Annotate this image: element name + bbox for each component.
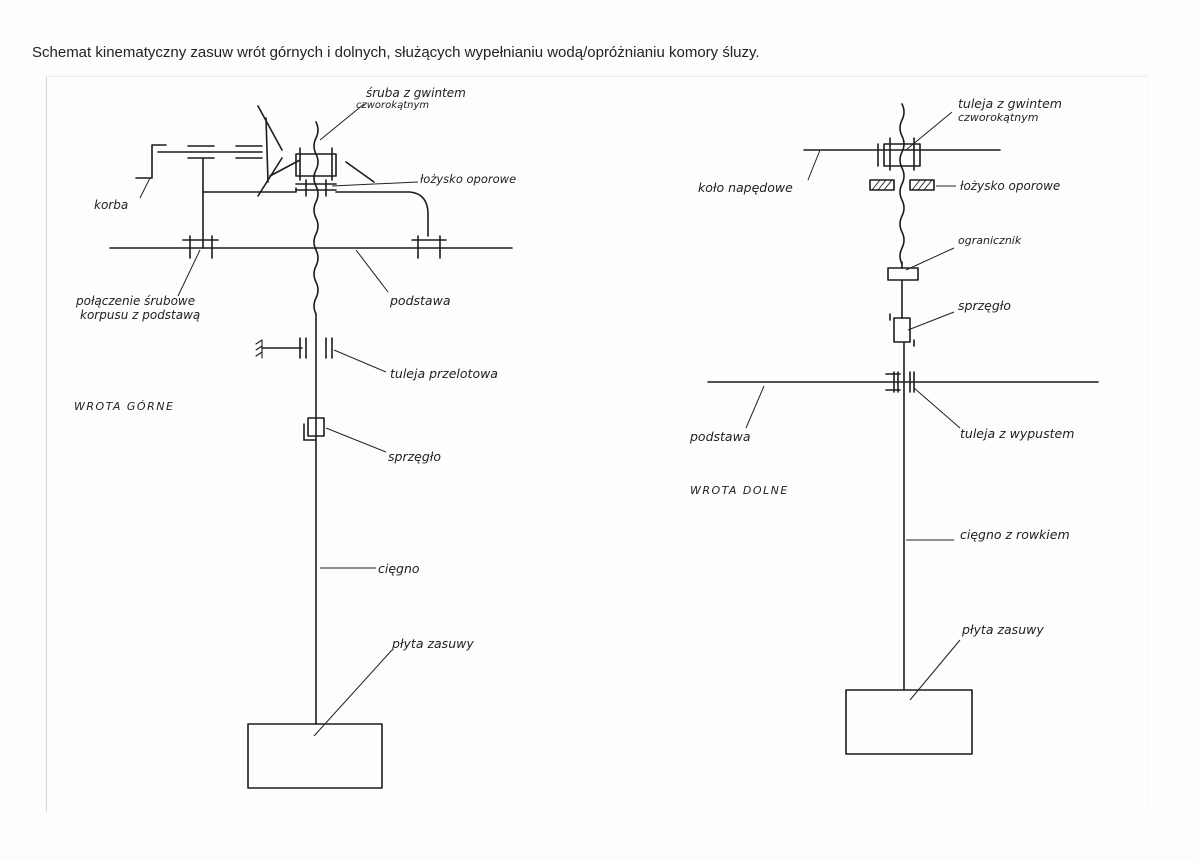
label-rod: cięgno <box>378 561 420 576</box>
label-bolted-joint-line2: korpusu z podstawą <box>80 308 200 322</box>
label-lower-coupling: sprzęgło <box>958 298 1011 313</box>
leader-thrust-bearing <box>331 181 419 187</box>
leader-gate-plate <box>313 649 393 737</box>
upper-gate-plate <box>247 723 383 789</box>
leader-lower-coupling <box>907 311 955 331</box>
label-base: podstawa <box>389 293 450 308</box>
label-limiter: ogranicznik <box>958 234 1022 247</box>
bevel-gear-pinion-top <box>257 105 283 151</box>
label-nut-sleeve-line2: czworokątnym <box>958 111 1038 124</box>
lower-gate-heading: WROTA DOLNE <box>690 484 789 497</box>
label-crank: korba <box>94 198 128 212</box>
label-lower-thrust-bearing: łożysko oporowe <box>960 179 1060 193</box>
leader-coupling <box>325 427 387 453</box>
bevel-gear-crown-right <box>345 161 375 183</box>
upper-gate-heading: WROTA GÓRNE <box>74 400 174 413</box>
bevel-gear-pinion-bottom <box>257 157 283 197</box>
label-bolted-joint: połączenie śrubowe <box>75 294 195 308</box>
leader-base <box>355 249 389 293</box>
drawing-sheet <box>46 76 1147 812</box>
label-grooved-rod: cięgno z rowkiem <box>960 527 1070 542</box>
upper-gate-mechanism: śruba z gwintem czworokątnym łożysko opo… <box>74 86 516 789</box>
label-keyed-sleeve: tuleja z wypustem <box>960 426 1074 441</box>
nut-body <box>295 153 337 177</box>
leader-lower-base <box>745 385 765 429</box>
leader-bolted-joint <box>177 249 201 297</box>
leader-screw <box>319 103 365 141</box>
leader-nut-sleeve <box>905 111 953 151</box>
label-coupling: sprzęgło <box>388 449 441 464</box>
label-drive-wheel: koło napędowe <box>698 180 793 195</box>
label-screw-line2: czworokątnym <box>356 100 429 111</box>
upper-housing-right <box>335 191 429 237</box>
upper-screw <box>313 121 319 315</box>
label-nut-sleeve: tuleja z gwintem <box>958 96 1062 111</box>
label-through-sleeve: tuleja przelotowa <box>390 366 498 381</box>
leader-drive-wheel <box>807 149 821 181</box>
leader-lower-gate-plate <box>909 639 961 701</box>
leader-crank <box>139 177 151 199</box>
label-lower-gate-plate: płyta zasuwy <box>961 622 1044 637</box>
upper-housing-left <box>202 157 297 193</box>
lower-gate-plate <box>845 689 973 755</box>
lower-nut-sleeve <box>877 137 921 171</box>
label-gate-plate: płyta zasuwy <box>391 636 474 651</box>
page-title: Schemat kinematyczny zasuw wrót górnych … <box>32 44 760 61</box>
leader-limiter <box>905 247 955 271</box>
upper-bolt-left <box>182 235 219 259</box>
keyed-sleeve <box>885 371 915 393</box>
lower-thrust-bearing <box>869 179 935 191</box>
lower-screw <box>899 103 905 265</box>
crank-handle <box>135 144 167 179</box>
limiter <box>887 267 919 281</box>
bevel-gear-crown-left <box>269 159 301 177</box>
through-sleeve <box>255 337 333 359</box>
label-lower-base: podstawa <box>689 429 750 444</box>
upper-bolt-right <box>411 235 447 259</box>
lower-gate-mechanism: tuleja z gwintem czworokątnym koło napęd… <box>689 96 1099 755</box>
bevel-gear-pinion-axis <box>265 117 269 183</box>
leader-through-sleeve <box>333 349 387 373</box>
upper-coupling <box>303 417 325 441</box>
label-thrust-bearing: łożysko oporowe <box>420 172 516 186</box>
label-screw: śruba z gwintem <box>366 86 466 100</box>
leader-keyed-sleeve <box>913 387 961 429</box>
